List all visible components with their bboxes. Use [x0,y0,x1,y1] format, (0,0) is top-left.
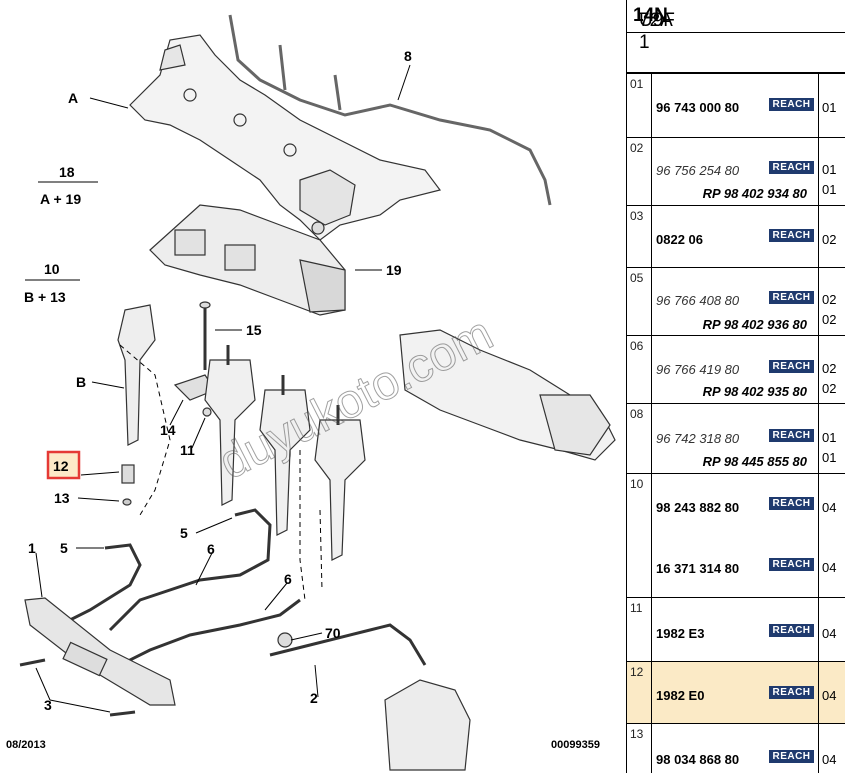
engine-code-suffix: 72A [639,10,673,31]
reach-badge: REACH [769,360,814,373]
part-row-08[interactable]: 08 96 742 318 80 REACH 01 RP 98 445 855 … [626,404,845,474]
label-70: 70 [325,625,341,641]
part-row-13[interactable]: 13 98 034 868 80 REACH 04 [626,724,845,773]
header-spacer [626,32,845,74]
label-B: B [76,374,86,390]
part-row-10[interactable]: 10 98 243 882 80 REACH 04 16 371 314 80 … [626,474,845,598]
reach-badge: REACH [769,291,814,304]
part-reference[interactable]: 96 766 419 80 [656,362,740,377]
part-row-11[interactable]: 11 1982 E3 REACH 04 [626,598,845,662]
label-5-right: 5 [180,525,188,541]
part-number-index: 13 [630,727,644,741]
replacement-quantity: 02 [822,381,837,396]
part-number-index: 05 [630,271,644,285]
part-number-index: 12 [630,665,644,679]
label-1: 1 [28,540,36,556]
part-reference[interactable]: 1982 E0 [656,688,705,703]
part-row-05[interactable]: 05 96 766 408 80 REACH 02 RP 98 402 936 … [626,268,845,336]
part-number-index: 11 [630,601,643,615]
part-number-index: 03 [630,209,644,223]
part-number-index: 01 [630,77,644,91]
reach-badge: REACH [769,750,814,763]
label-5-left: 5 [60,540,68,556]
part-number-index: 06 [630,339,644,353]
label-A-plus-19: A + 19 [40,191,81,207]
reach-badge: REACH [769,497,814,510]
engine-code-prefix: U9F 1 [639,10,675,53]
label-6-bottom: 6 [284,571,292,587]
replacement-reference[interactable]: RP 98 402 936 80 [702,317,807,332]
replacement-quantity: 01 [822,450,837,465]
label-2: 2 [310,690,318,706]
reach-badge: REACH [769,624,814,637]
replacement-reference[interactable]: RP 98 445 855 80 [702,454,807,469]
part-quantity: 04 [822,688,837,703]
part-reference[interactable]: 98 034 868 80 [656,752,740,767]
exploded-parts-diagram: A 8 18 A + 19 10 B + 13 19 15 B 14 11 12… [6,14,616,771]
label-12: 12 [53,458,69,474]
part-row-06[interactable]: 06 96 766 419 80 REACH 02 RP 98 402 935 … [626,336,845,404]
engine-code-header: U9F 1 14N 72A [626,0,845,53]
label-A: A [68,90,78,106]
replacement-quantity: 01 [822,182,837,197]
part-quantity: 01 [822,430,837,445]
label-13: 13 [54,490,70,506]
reach-badge: REACH [769,229,814,242]
reach-badge: REACH [769,686,814,699]
highlight-box [46,450,81,480]
diagram-code: 00099359 [551,739,600,751]
label-14: 14 [160,422,176,438]
parts-list-panel: U9F 1 14N 72A 01 96 743 000 80 REACH 01 … [618,0,845,773]
label-10: 10 [44,261,60,277]
reach-badge: REACH [769,558,814,571]
part-reference[interactable]: 98 243 882 80 [656,500,740,515]
part-quantity: 01 [822,100,837,115]
part-reference[interactable]: 96 743 000 80 [656,100,740,115]
label-B-plus-13: B + 13 [24,289,66,305]
replacement-reference[interactable]: RP 98 402 934 80 [702,186,807,201]
part-reference[interactable]: 1982 E3 [656,626,705,641]
part-reference[interactable]: 96 756 254 80 [656,163,740,178]
part-row-12-selected[interactable]: 12 1982 E0 REACH 04 [626,662,845,724]
part-quantity: 01 [822,162,837,177]
part-quantity: 02 [822,232,837,247]
part-row-02[interactable]: 02 96 756 254 80 REACH 01 RP 98 402 934 … [626,138,845,206]
diagram-artwork [19,14,616,771]
replacement-reference[interactable]: RP 98 402 935 80 [702,384,807,399]
reach-badge: REACH [769,429,814,442]
reach-badge: REACH [769,98,814,111]
part-quantity: 04 [822,752,837,767]
replacement-quantity: 02 [822,312,837,327]
part-quantity: 02 [822,361,837,376]
part-number-index: 02 [630,141,644,155]
part-number-index: 10 [630,477,644,491]
engine-code-bold: 14N [633,5,668,26]
part-quantity: 04 [822,500,837,515]
label-19: 19 [386,262,402,278]
part-reference-alt[interactable]: 16 371 314 80 [656,561,740,576]
reach-badge: REACH [769,161,814,174]
part-quantity: 02 [822,292,837,307]
part-row-03[interactable]: 03 0822 06 REACH 02 [626,206,845,268]
label-15: 15 [246,322,262,338]
part-number-index: 08 [630,407,644,421]
part-reference[interactable]: 0822 06 [656,232,703,247]
label-6-top: 6 [207,541,215,557]
part-quantity-alt: 04 [822,560,837,575]
label-11: 11 [180,442,195,458]
label-18: 18 [59,164,75,180]
part-reference[interactable]: 96 742 318 80 [656,431,740,446]
part-quantity: 04 [822,626,837,641]
label-8: 8 [404,48,412,64]
part-row-01[interactable]: 01 96 743 000 80 REACH 01 [626,74,845,138]
part-reference[interactable]: 96 766 408 80 [656,293,740,308]
diagram-date: 08/2013 [6,739,46,751]
label-3: 3 [44,697,52,713]
